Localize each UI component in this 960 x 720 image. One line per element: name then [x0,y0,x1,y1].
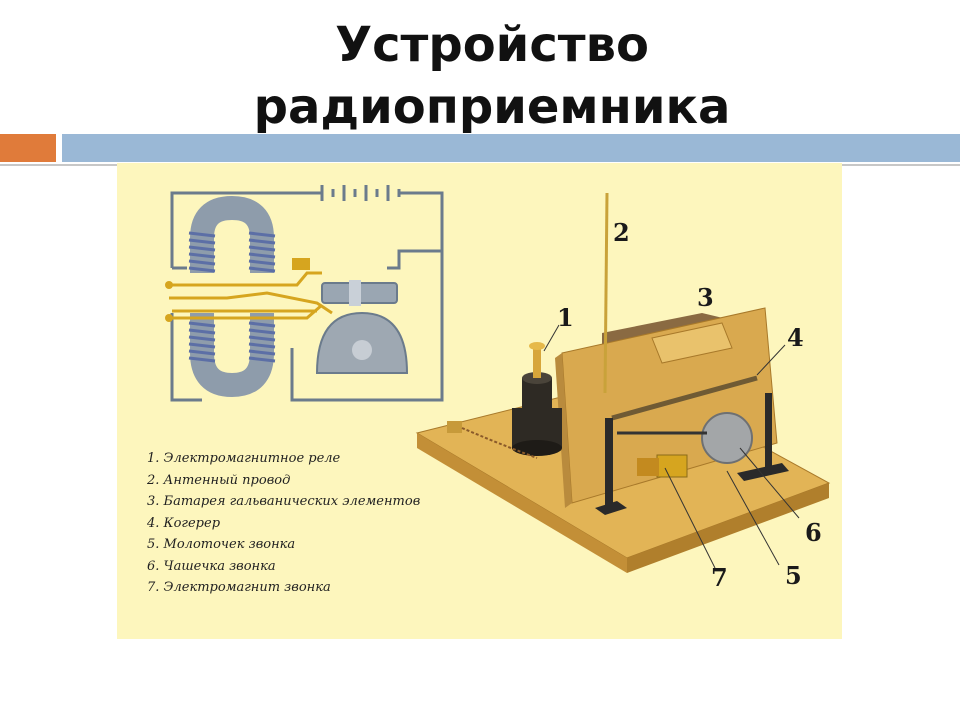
callout-2: 2 [613,218,630,247]
callout-6: 6 [805,518,822,547]
electromagnet-icon [188,195,276,398]
title-line-2: радиоприемника [253,79,731,135]
coherer-icon [321,280,398,306]
legend-item: 5. Молоточек звонка [147,537,296,552]
armature-wires [169,271,333,320]
radio-receiver-figure: 1 2 3 4 5 6 7 1. Электромагнитное реле 2… [117,163,842,639]
callout-3: 3 [697,283,714,312]
receiver-illustration [165,185,831,573]
legend-item: 2. Антенный провод [147,472,291,488]
callout-5: 5 [785,561,802,590]
legend-item: 1. Электромагнитное реле [147,451,341,466]
legend-item: 4. Когерер [147,515,221,531]
slide-title: Устройство радиоприемника [0,14,960,138]
callout-7: 7 [711,563,728,592]
relay-contact-icon [292,258,310,270]
accent-bar-orange [0,134,56,162]
apparatus-illustration [415,192,831,573]
contact-icon [165,314,173,322]
contact-icon [165,281,173,289]
callout-1: 1 [557,303,574,332]
accent-bar-blue [62,134,960,162]
circuit-schematic [170,191,444,402]
title-line-1: Устройство [335,17,649,73]
bell-icon [315,311,409,374]
battery-icon [320,185,401,201]
legend-item: 6. Чашечка звонка [147,558,276,574]
figure-legend: 1. Электромагнитное реле 2. Антенный про… [147,448,420,599]
callout-4: 4 [787,323,804,352]
legend-item: 3. Батарея гальванических элементов [147,494,421,509]
legend-item: 7. Электромагнит звонка [147,580,331,595]
